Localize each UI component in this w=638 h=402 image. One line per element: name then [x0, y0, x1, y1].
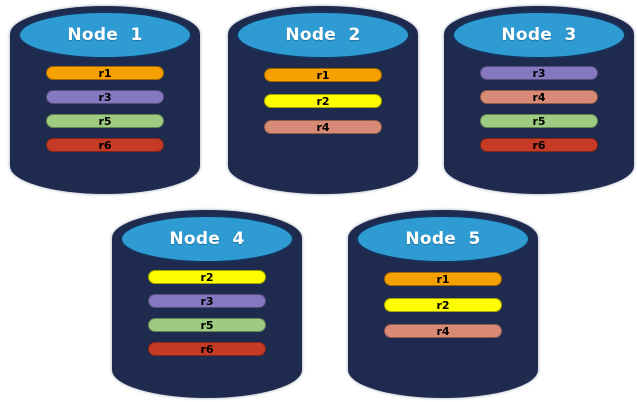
replica-label: r6 [532, 138, 546, 152]
database-node-4: Node 4 r2 r3 r5 r6 [112, 210, 302, 398]
replica-bar-r1: r1 [264, 68, 382, 82]
node-title: Node 3 [501, 25, 577, 45]
cylinder-top: Node 5 [356, 215, 530, 263]
replica-bar-r2: r2 [264, 94, 382, 108]
replica-label: r2 [316, 94, 330, 108]
node-title: Node 2 [285, 25, 361, 45]
database-node-1: Node 1 r1 r3 r5 r6 [10, 6, 200, 194]
replica-bar-r6: r6 [46, 138, 164, 152]
replica-bar-r2: r2 [384, 298, 502, 312]
replica-label: r2 [200, 270, 214, 284]
replica-list: r3 r4 r5 r6 [444, 6, 634, 152]
replica-label: r4 [532, 90, 546, 104]
replica-label: r3 [532, 66, 546, 80]
replica-label: r3 [98, 90, 112, 104]
replica-label: r5 [200, 318, 214, 332]
replica-list: r1 r3 r5 r6 [10, 6, 200, 152]
replica-label: r1 [316, 68, 330, 82]
replica-bar-r4: r4 [480, 90, 598, 104]
replica-bar-r5: r5 [148, 318, 266, 332]
replica-label: r6 [98, 138, 112, 152]
replica-bar-r1: r1 [384, 272, 502, 286]
replica-list: r2 r3 r5 r6 [112, 210, 302, 356]
cylinder-top: Node 1 [18, 11, 192, 59]
replica-label: r1 [98, 66, 112, 80]
replica-label: r1 [436, 272, 450, 286]
replica-bar-r3: r3 [148, 294, 266, 308]
replica-label: r4 [436, 324, 450, 338]
replica-list: r1 r2 r4 [228, 6, 418, 134]
replica-label: r2 [436, 298, 450, 312]
replica-label: r3 [200, 294, 214, 308]
cylinder-top: Node 2 [236, 11, 410, 59]
node-title: Node 1 [67, 25, 143, 45]
replica-label: r5 [98, 114, 112, 128]
replica-label: r4 [316, 120, 330, 134]
replica-bar-r3: r3 [480, 66, 598, 80]
replica-bar-r6: r6 [480, 138, 598, 152]
database-node-3: Node 3 r3 r4 r5 r6 [444, 6, 634, 194]
replica-label: r5 [532, 114, 546, 128]
replica-bar-r1: r1 [46, 66, 164, 80]
database-node-2: Node 2 r1 r2 r4 [228, 6, 418, 194]
replica-bar-r4: r4 [384, 324, 502, 338]
cylinder-top: Node 4 [120, 215, 294, 263]
replica-bar-r6: r6 [148, 342, 266, 356]
replica-bar-r4: r4 [264, 120, 382, 134]
replica-bar-r5: r5 [480, 114, 598, 128]
cylinder-top: Node 3 [452, 11, 626, 59]
replica-bar-r2: r2 [148, 270, 266, 284]
replica-bar-r3: r3 [46, 90, 164, 104]
database-node-5: Node 5 r1 r2 r4 [348, 210, 538, 398]
replica-bar-r5: r5 [46, 114, 164, 128]
replica-list: r1 r2 r4 [348, 210, 538, 338]
node-title: Node 5 [405, 229, 481, 249]
replica-label: r6 [200, 342, 214, 356]
node-title: Node 4 [169, 229, 245, 249]
